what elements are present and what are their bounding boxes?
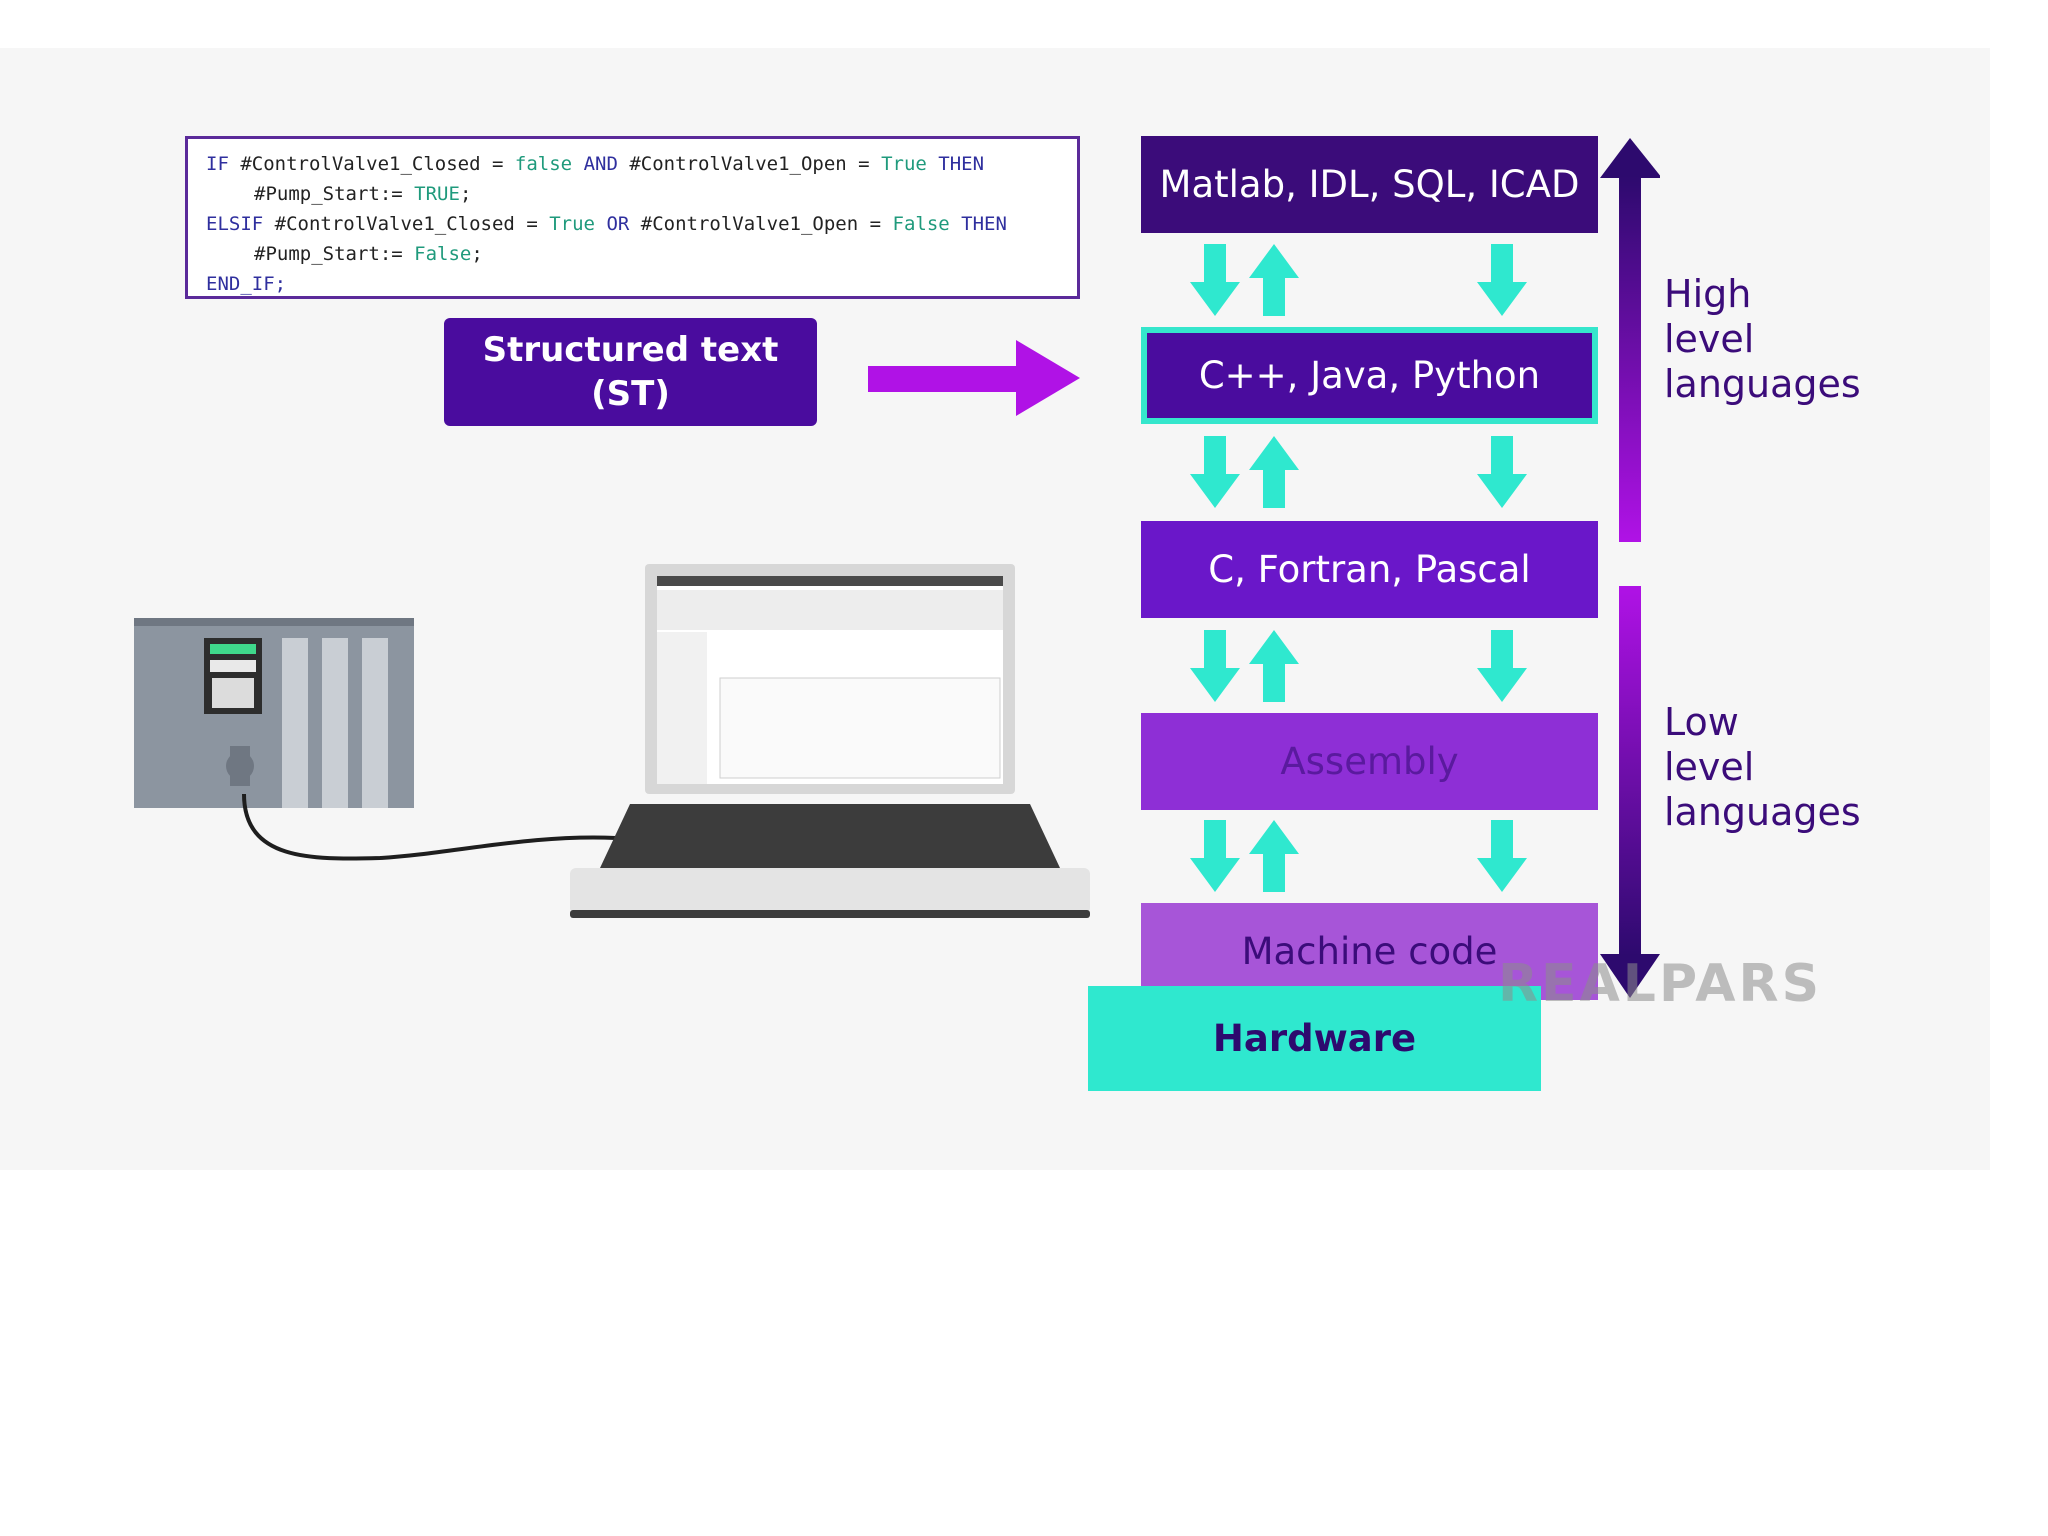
- teal-arrows-3: [1190, 630, 1527, 702]
- code-literal: False: [892, 213, 950, 235]
- code-variable: #ControlValve1_Closed: [240, 153, 481, 175]
- code-operator: =: [492, 153, 504, 175]
- code-variable: #Pump_Start:=: [254, 243, 403, 265]
- code-keyword: END_IF;: [206, 273, 287, 295]
- code-punct: ;: [471, 243, 483, 265]
- high-level-label: High level languages: [1664, 272, 1861, 406]
- hardware-label: Hardware: [1212, 1017, 1417, 1060]
- code-variable: #ControlValve1_Open: [629, 153, 847, 175]
- layer-label: Matlab, IDL, SQL, ICAD: [1159, 163, 1580, 206]
- realpars-logo: REALPARS: [1498, 954, 1823, 1014]
- teal-arrows-4: [1190, 820, 1527, 892]
- code-keyword: ELSIF: [206, 213, 264, 235]
- low-level-label: Low level languages: [1664, 700, 1861, 834]
- code-keyword: IF: [206, 153, 229, 175]
- code-punct: ;: [459, 183, 472, 205]
- structured-text-abbr: (ST): [591, 374, 670, 414]
- layer-label: C, Fortran, Pascal: [1208, 548, 1531, 591]
- layer-machine-code: Machine code: [1141, 903, 1598, 1000]
- structured-text-label-box: Structured text (ST): [444, 318, 817, 426]
- teal-arrows-2: [1190, 436, 1527, 508]
- layer-high-level-scripting: Matlab, IDL, SQL, ICAD: [1141, 136, 1598, 233]
- layer-procedural: C, Fortran, Pascal: [1141, 521, 1598, 618]
- code-literal: TRUE: [414, 183, 460, 205]
- laptop-icon: [570, 564, 1090, 918]
- abstraction-scale-arrow: [1600, 138, 1660, 998]
- cable-icon: [242, 793, 617, 861]
- layer-assembly: Assembly: [1141, 713, 1598, 810]
- code-literal: True: [549, 213, 595, 235]
- code-operator: =: [869, 213, 882, 235]
- code-operator: =: [526, 213, 538, 235]
- structured-text-title: Structured text: [482, 330, 779, 370]
- code-literal: false: [514, 153, 573, 175]
- layer-label: Assembly: [1280, 740, 1459, 783]
- structured-text-code-box: IF #ControlValve1_Closed = false AND #Co…: [185, 136, 1080, 299]
- layer-high-level-oop: C++, Java, Python: [1141, 327, 1598, 424]
- hardware-layer: Hardware: [1088, 986, 1541, 1091]
- code-literal: False: [414, 243, 472, 265]
- code-variable: #ControlValve1_Closed: [274, 213, 515, 235]
- layer-label: C++, Java, Python: [1198, 354, 1541, 397]
- plc-icon: [134, 618, 414, 808]
- code-keyword: AND: [583, 153, 618, 175]
- right-arrow-icon: [868, 340, 1080, 416]
- code-keyword: THEN: [938, 153, 985, 175]
- code-literal: True: [881, 153, 927, 175]
- layer-label: Machine code: [1241, 930, 1498, 973]
- code-keyword: OR: [606, 213, 630, 235]
- code-keyword: THEN: [961, 213, 1007, 235]
- code-variable: #Pump_Start:=: [254, 183, 403, 205]
- teal-arrows-1: [1190, 244, 1527, 316]
- code-variable: #ControlValve1_Open: [640, 213, 859, 235]
- code-operator: =: [858, 153, 870, 175]
